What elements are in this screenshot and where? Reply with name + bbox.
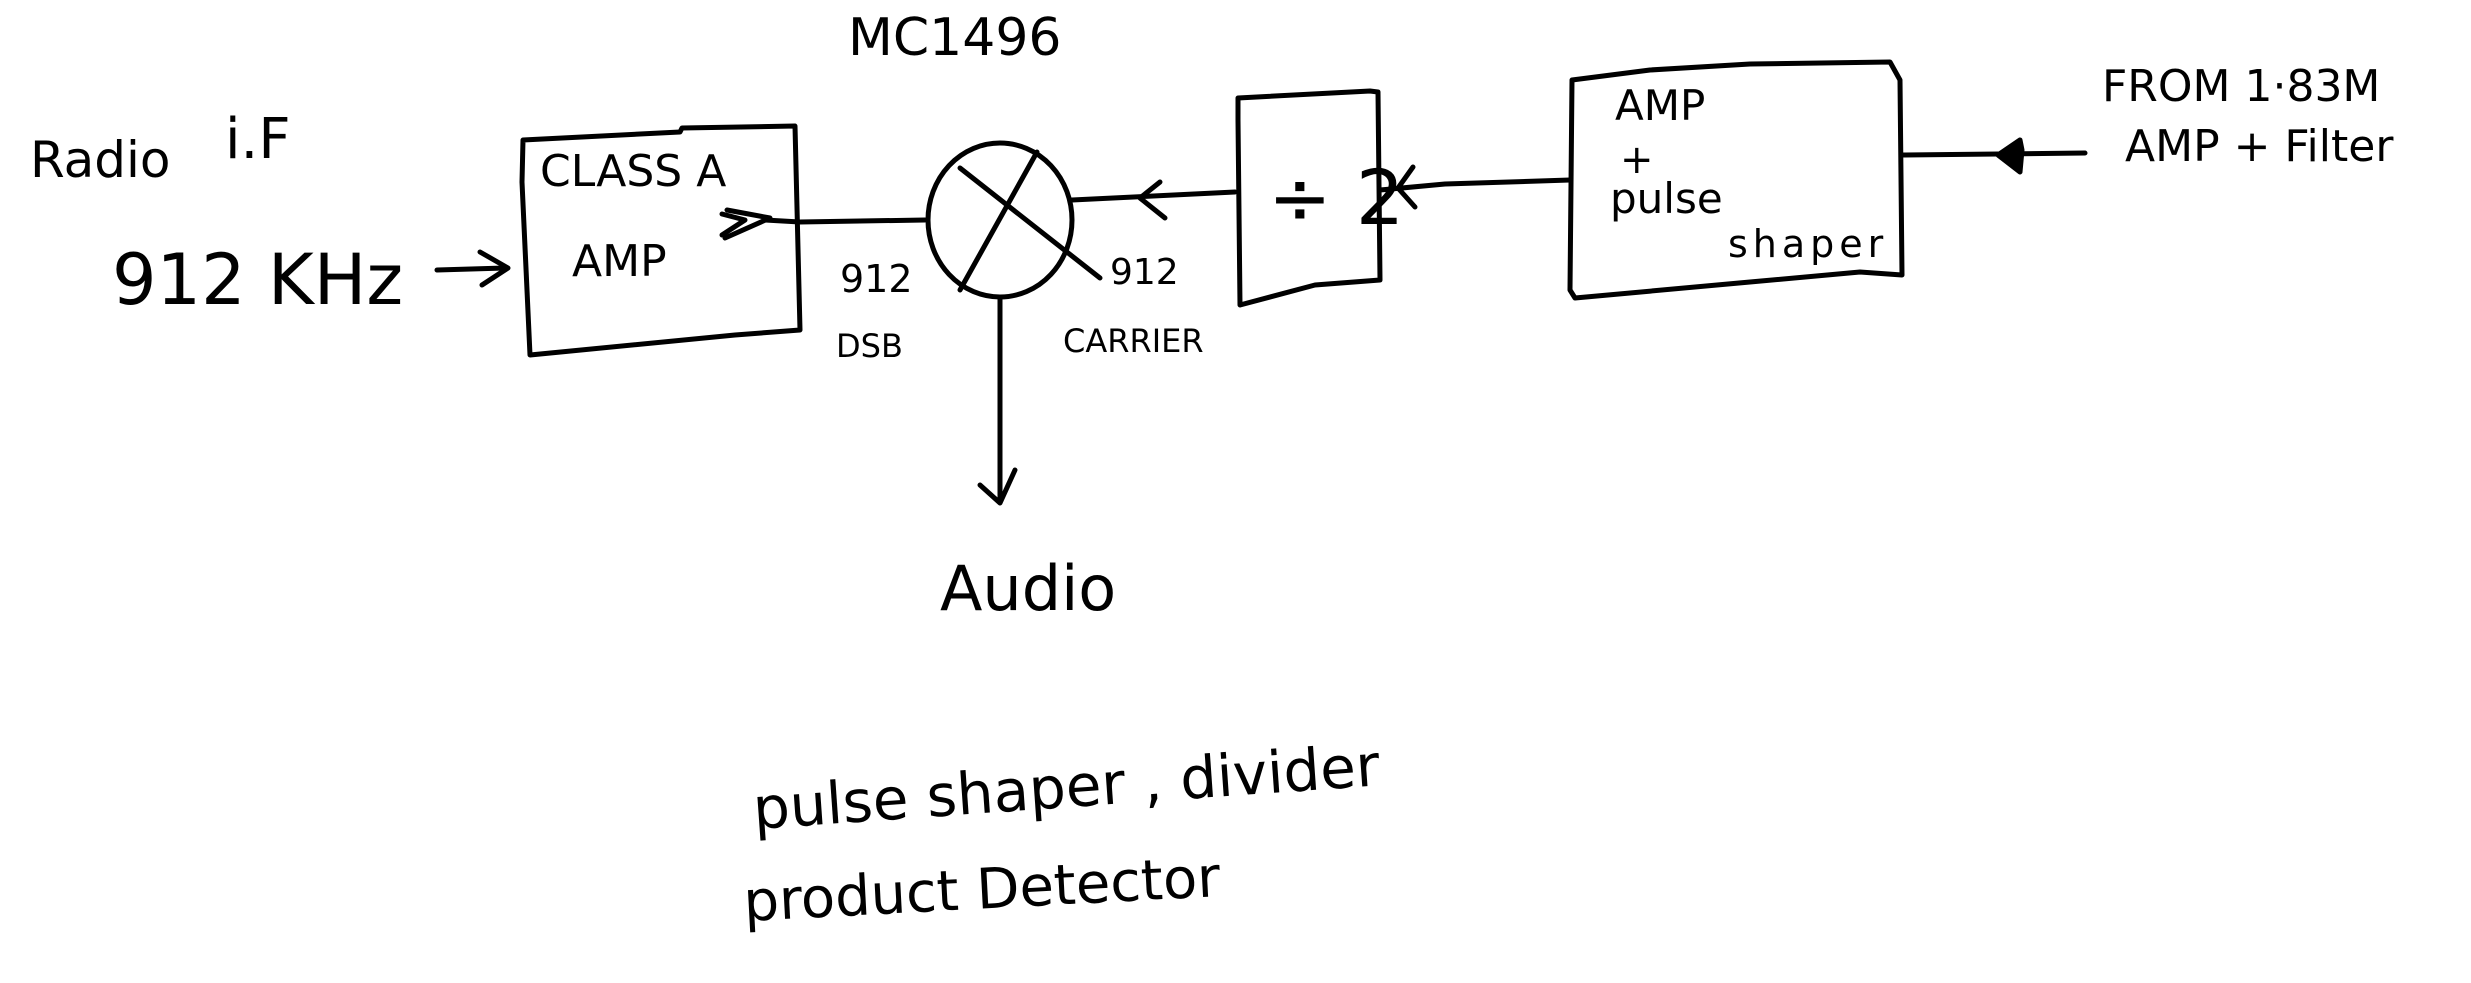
mixer-chip-label: MC1496 bbox=[848, 8, 1062, 68]
source-arrow bbox=[1899, 137, 2088, 175]
divider-box bbox=[1235, 88, 1383, 308]
divider-label: ÷ 2 bbox=[1268, 153, 1405, 242]
input-arrow bbox=[434, 249, 511, 288]
class-a-amp-line1: CLASS A bbox=[540, 146, 727, 197]
source-line2: AMP + Filter bbox=[2125, 121, 2394, 172]
input-frequency: 912 KHz bbox=[112, 239, 404, 321]
class-a-amp-line2: AMP bbox=[572, 236, 667, 287]
input-label-radio: Radio bbox=[30, 131, 171, 189]
dsb-label: DSB bbox=[836, 327, 903, 365]
mixer-multiplier-symbol bbox=[925, 140, 1103, 300]
audio-output-arrow bbox=[977, 294, 1018, 506]
carrier-frequency: 912 bbox=[1110, 252, 1179, 293]
carrier-label: CARRIER bbox=[1063, 322, 1204, 360]
input-label-if: i.F bbox=[225, 107, 291, 172]
pulse-shaper-line2: + bbox=[1620, 137, 1654, 183]
pulse-shaper-line4: shaper bbox=[1728, 222, 1889, 266]
carrier-arrow bbox=[1069, 179, 1238, 221]
pulse-to-divider-arrow bbox=[1377, 164, 1573, 210]
pulse-shaper-line1: AMP bbox=[1615, 81, 1706, 130]
dsb-arrow bbox=[719, 207, 928, 241]
pulse-shaper-line3: pulse bbox=[1610, 174, 1723, 223]
dsb-frequency: 912 bbox=[840, 257, 913, 301]
class-a-amp-box bbox=[519, 123, 803, 358]
amp-pulse-shaper-box bbox=[1567, 59, 1905, 301]
audio-output-label: Audio bbox=[940, 552, 1117, 625]
source-line1: FROM 1·83M bbox=[2102, 61, 2381, 112]
